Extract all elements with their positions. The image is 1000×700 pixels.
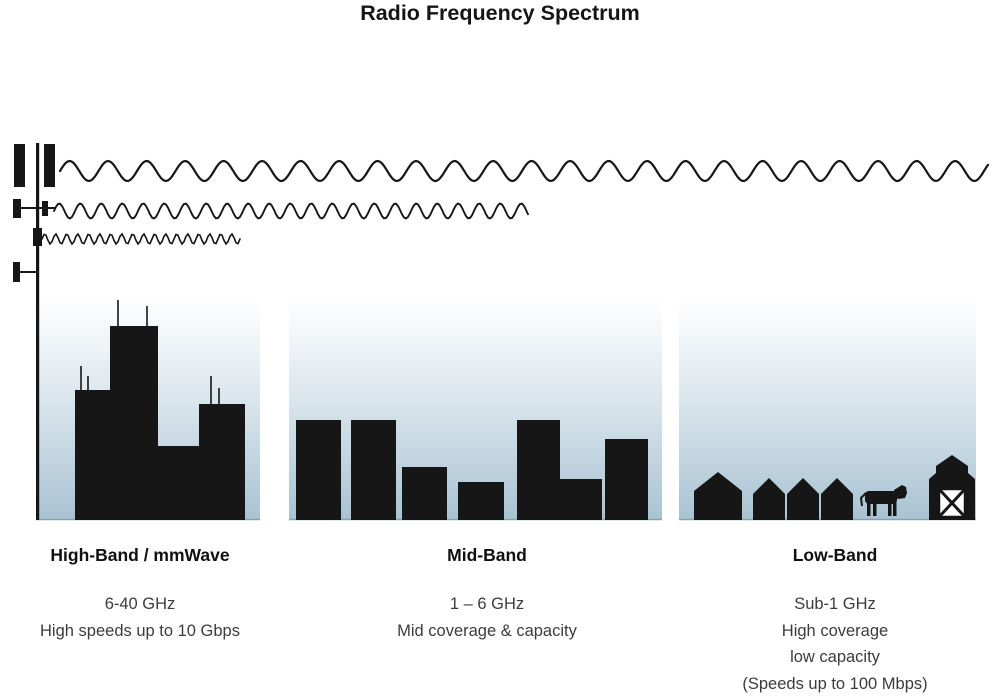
cell-tower-icon bbox=[13, 143, 56, 520]
building bbox=[158, 446, 199, 520]
radio-waves bbox=[41, 159, 990, 246]
barn-icon bbox=[929, 455, 975, 520]
building bbox=[75, 390, 110, 520]
medium-wavelength-wave-icon bbox=[53, 202, 529, 220]
house bbox=[787, 478, 819, 520]
building bbox=[605, 439, 648, 520]
band-desc-line: (Speeds up to 100 Mbps) bbox=[742, 674, 928, 693]
building bbox=[296, 420, 341, 520]
building bbox=[199, 404, 245, 520]
building bbox=[458, 482, 504, 520]
diagram-title: Radio Frequency Spectrum bbox=[360, 1, 640, 25]
houses-icon bbox=[694, 472, 853, 520]
building bbox=[560, 479, 602, 520]
band-description: 1 – 6 GHz Mid coverage & capacity bbox=[357, 591, 617, 644]
building bbox=[110, 326, 158, 520]
cow-icon bbox=[859, 485, 907, 516]
band-label: Mid-Band bbox=[447, 545, 527, 565]
house bbox=[694, 472, 742, 520]
long-wavelength-wave-icon bbox=[58, 159, 990, 183]
rooftop-antennas bbox=[80, 300, 220, 404]
band-label: High-Band / mmWave bbox=[50, 545, 230, 565]
house bbox=[753, 478, 785, 520]
band-desc-line: Mid coverage & capacity bbox=[397, 621, 577, 640]
band-caption-high-band: High-Band / mmWave 6-40 GHz High speeds … bbox=[10, 545, 270, 644]
band-frequency: 1 – 6 GHz bbox=[449, 595, 525, 613]
band-description: Sub-1 GHz High coverage low capacity (Sp… bbox=[700, 591, 970, 697]
band-desc-line: low capacity bbox=[790, 648, 880, 666]
house bbox=[821, 478, 853, 520]
midrise-buildings-icon bbox=[296, 420, 648, 520]
band-desc-line: High coverage bbox=[781, 621, 889, 640]
band-label: Low-Band bbox=[792, 545, 878, 565]
band-frequency: Sub-1 GHz bbox=[794, 595, 876, 613]
city-skyline-icon bbox=[75, 300, 245, 520]
short-wavelength-wave-icon bbox=[41, 232, 241, 246]
building bbox=[517, 420, 560, 520]
band-caption-low-band: Low-Band Sub-1 GHz High coverage low cap… bbox=[700, 545, 970, 697]
building bbox=[351, 420, 396, 520]
band-description: 6-40 GHz High speeds up to 10 Gbps bbox=[10, 591, 270, 644]
band-frequency: 6-40 GHz bbox=[104, 595, 176, 613]
band-caption-mid-band: Mid-Band 1 – 6 GHz Mid coverage & capaci… bbox=[357, 545, 617, 644]
building bbox=[402, 467, 447, 520]
band-desc-line: High speeds up to 10 Gbps bbox=[40, 621, 240, 640]
